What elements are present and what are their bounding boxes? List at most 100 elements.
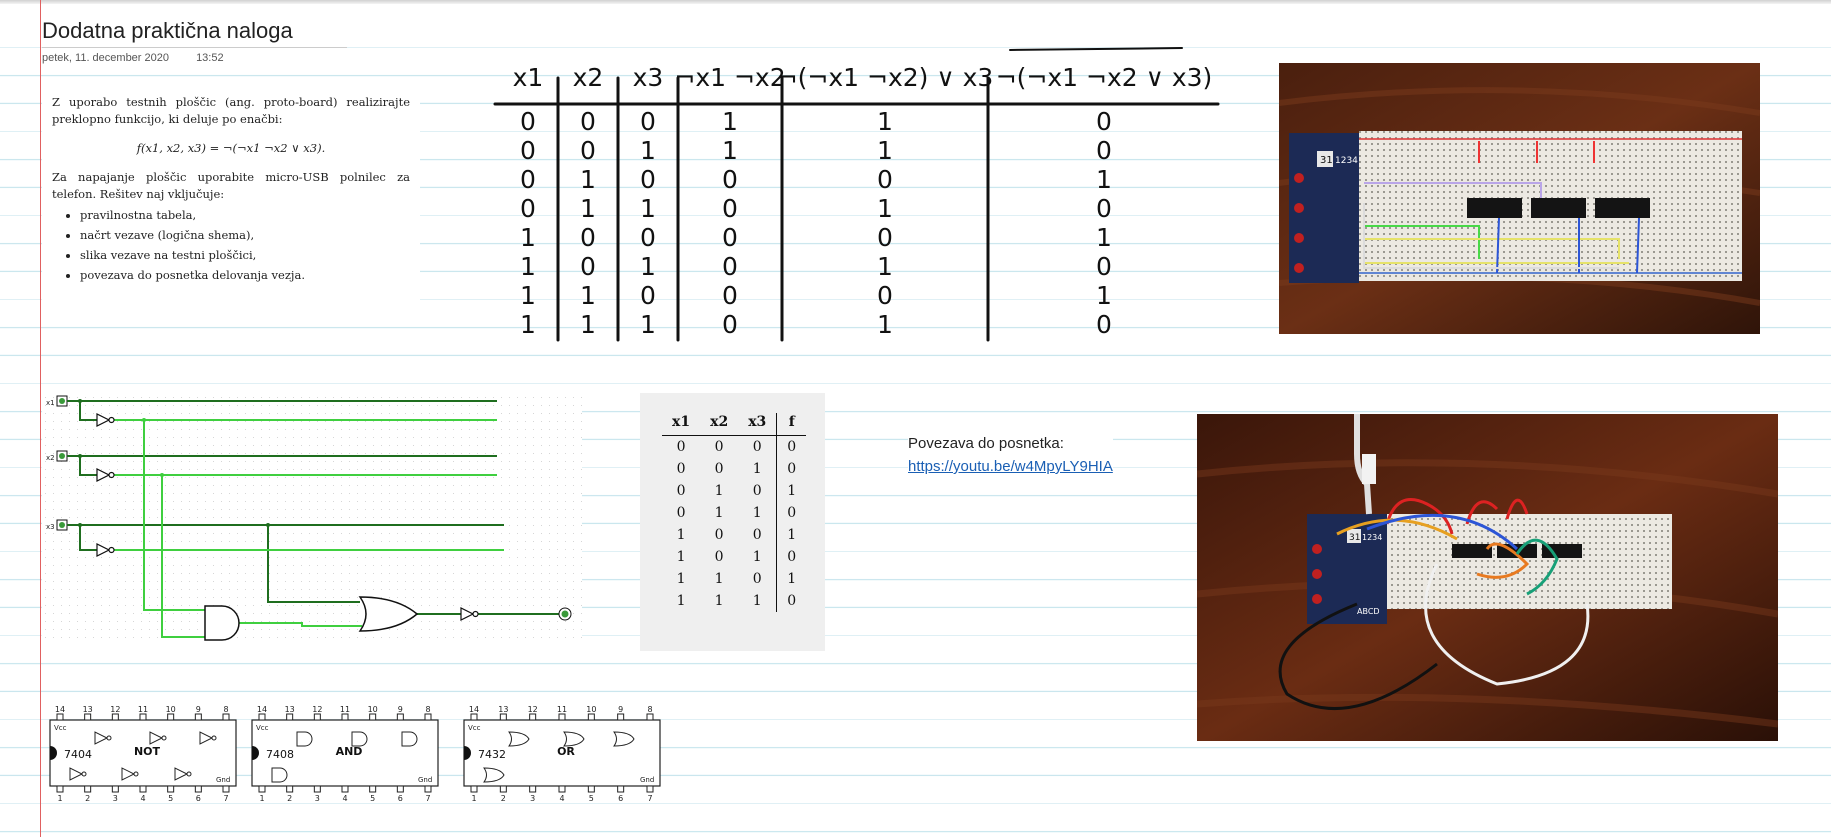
chip-pin-number: 4 [342, 794, 347, 803]
input-x1-label: x1 [46, 399, 55, 407]
chip-pin [424, 713, 432, 721]
handwritten-cell: 1 [520, 252, 536, 281]
handwritten-cell: 0 [1096, 310, 1112, 339]
chip-pin-number: 6 [196, 794, 201, 803]
chip-vcc-label: Vcc [54, 724, 67, 732]
jumper-wires [1363, 141, 1640, 274]
display-31 [1317, 151, 1333, 167]
chip-pin-number: 1 [57, 794, 62, 803]
chip-pin-number: 4 [140, 794, 145, 803]
handwritten-cell: 0 [722, 310, 738, 339]
truth-cell: 1 [776, 524, 807, 546]
truth-cell: 1 [714, 593, 724, 609]
circuit-grid [42, 394, 582, 644]
chip-pin-number: 6 [618, 794, 623, 803]
handwritten-cell: 1 [580, 194, 596, 223]
handwritten-cell: 0 [580, 223, 596, 252]
chip-pin-number: 3 [315, 794, 320, 803]
logic-circuit-diagram[interactable]: x1 x2 x3 [42, 394, 582, 644]
button [1312, 569, 1322, 579]
input-x1[interactable]: x1 [46, 395, 68, 407]
chip-pin-number: 14 [469, 705, 479, 714]
video-link-label: Povezava do posnetka: [908, 435, 1064, 452]
chip-pin-number: 12 [312, 705, 322, 714]
input-x3-label: x3 [46, 523, 55, 531]
video-link-block: Povezava do posnetka: https://youtu.be/w… [908, 432, 1113, 478]
breadboard-photo-bottom[interactable]: 31 1234 ABCD [1197, 414, 1778, 741]
chip-pin [286, 785, 294, 793]
and-gate [204, 605, 240, 641]
handwritten-cell: 0 [640, 165, 656, 194]
chip-pin [617, 713, 625, 721]
chip-notch [464, 746, 471, 760]
chip-pin-number: 7 [647, 794, 652, 803]
breadboard-photo-top[interactable]: 31 1234 [1279, 63, 1760, 334]
chip-pin [646, 785, 654, 793]
handwritten-header-cell: x2 [573, 63, 604, 92]
handwritten-cell: 1 [580, 310, 596, 339]
chip-pin [84, 785, 92, 793]
truth-cell: 1 [752, 549, 762, 565]
wire-junctions [78, 399, 270, 527]
assignment-formula: f(x1, x2, x3) = ¬(¬x1 ¬x2 ∨ x3). [136, 141, 326, 155]
chip-gate-bubble [211, 735, 217, 741]
letters-label: ABCD [1357, 607, 1380, 616]
chip-pin [313, 785, 321, 793]
handwritten-cell: 0 [580, 107, 596, 136]
chip-part-number: 7432 [478, 748, 506, 761]
truth-cell: 0 [714, 439, 724, 455]
truth-cell: 0 [776, 590, 807, 612]
chip-notch [50, 746, 57, 760]
truth-cell: 0 [752, 527, 762, 543]
handwritten-cell: 0 [877, 223, 893, 252]
truth-cell: 0 [776, 435, 807, 458]
input-x2-label: x2 [46, 454, 55, 462]
handwritten-cell: 1 [640, 252, 656, 281]
handwritten-cell: 0 [722, 281, 738, 310]
assignment-intro: Z uporabo testnih ploščic (ang. proto-bo… [52, 95, 410, 126]
handwritten-header-cell: ¬(¬x1 ¬x2) ∨ x3 [777, 63, 994, 92]
chip-pin [84, 713, 92, 721]
truth-cell: 0 [752, 439, 762, 455]
display-label: 31 [1320, 155, 1333, 166]
assignment-block[interactable]: Z uporabo testnih ploščic (ang. proto-bo… [42, 90, 420, 300]
truth-cell: 0 [714, 549, 724, 565]
chip-pin-number: 10 [368, 705, 378, 714]
chip-gate-symbol [149, 731, 164, 745]
handwritten-cell: 0 [640, 107, 656, 136]
window-top-edge [0, 0, 1831, 4]
chip-pin [56, 785, 64, 793]
video-link[interactable]: https://youtu.be/w4MpyLY9HIA [908, 458, 1113, 475]
chip-gnd-label: Gnd [216, 776, 230, 784]
chip-pin-number: 5 [370, 794, 375, 803]
truth-cell: 0 [676, 461, 686, 477]
breadboard-photo-bottom-image: 31 1234 ABCD [1197, 414, 1778, 741]
page-title[interactable]: Dodatna praktična naloga [42, 18, 347, 48]
truth-cell: 1 [676, 571, 686, 587]
button [1294, 233, 1304, 243]
digits-label: 1234 [1335, 156, 1358, 166]
chip-notch [252, 746, 259, 760]
chip-gate-symbol [563, 731, 585, 747]
chip-pin [313, 713, 321, 721]
chip-pin [396, 785, 404, 793]
handwritten-cell: 0 [877, 165, 893, 194]
chip-vcc-label: Vcc [468, 724, 481, 732]
chip-gate-symbol [199, 731, 214, 745]
truth-cell: 1 [714, 571, 724, 587]
chip-gate-symbol [483, 767, 505, 783]
chip-pin-number: 12 [110, 705, 120, 714]
input-x2[interactable]: x2 [46, 450, 68, 462]
chip-pin [499, 785, 507, 793]
page-time: 13:52 [196, 52, 224, 64]
truth-cell: 0 [776, 458, 807, 480]
chip-function-name: AND [336, 745, 363, 758]
